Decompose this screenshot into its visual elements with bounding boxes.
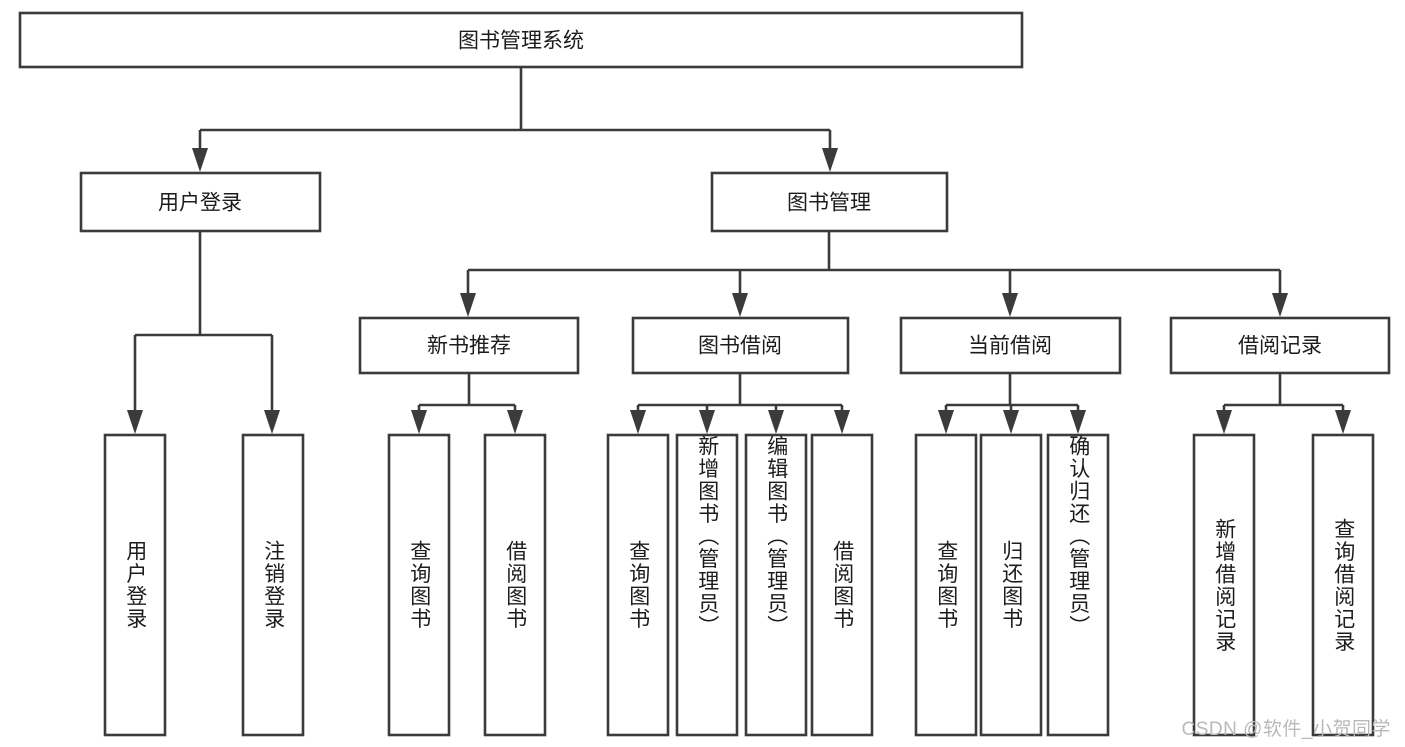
arrow-head-icon [1002,293,1018,317]
arrow-head-icon [732,293,748,317]
book-manage-label: 图书管理 [787,192,871,215]
csdn-watermark: CSDN @软件_小贺同学 [1181,719,1391,740]
connector-book-manage-to-level3 [460,231,1288,317]
arrow-head-icon [1216,410,1232,434]
user-login-box[interactable] [79,171,322,233]
arrow-head-icon [1070,410,1086,434]
leaf-box-logout[interactable] [241,433,305,737]
arrow-head-icon [507,410,523,434]
leaf-box-borrow-book[interactable] [810,433,874,737]
leaf-box-query-record[interactable] [1311,433,1375,737]
arrow-head-icon [834,410,850,434]
borrow-record-label: 借阅记录 [1238,335,1322,358]
new-book-rec-box[interactable] [358,316,580,375]
leaf-box-query-book-cur[interactable] [914,433,978,737]
arrow-head-icon [938,410,954,434]
node-root[interactable]: 图书管理系统 [18,11,1024,69]
node-book-borrow[interactable]: 图书借阅 [631,316,850,375]
leaf-box-return-book[interactable] [979,433,1043,737]
arrow-head-icon [1335,410,1351,434]
node-new-book-rec[interactable]: 新书推荐 [358,316,580,375]
node-user-login[interactable]: 用户登录 [79,171,322,233]
connector-root-to-level2 [192,67,838,172]
arrow-head-icon [630,410,646,434]
node-borrow-record[interactable]: 借阅记录 [1169,316,1391,375]
arrow-head-icon [264,410,280,434]
leaf-box-user-login[interactable] [103,433,167,737]
arrow-head-icon [1003,410,1019,434]
connector-user-login-to-leaves [127,231,280,434]
arrow-head-icon [1272,293,1288,317]
connector-new-book-rec-to-leaves [411,373,523,434]
leaf-box-borrow-book-rec[interactable] [483,433,547,737]
arrow-head-icon [768,410,784,434]
node-current-borrow[interactable]: 当前借阅 [899,316,1122,375]
book-borrow-label: 图书借阅 [698,335,782,358]
root-box[interactable] [18,11,1024,69]
connector-book-borrow-to-leaves [630,373,850,434]
user-login-label: 用户登录 [158,192,242,215]
arrow-head-icon [699,410,715,434]
arrow-head-icon [127,410,143,434]
current-borrow-box[interactable] [899,316,1122,375]
root-label: 图书管理系统 [458,30,584,53]
arrow-head-icon [460,293,476,317]
connector-current-borrow-to-leaves [938,373,1086,434]
arrow-head-icon [822,148,838,172]
node-book-manage[interactable]: 图书管理 [710,171,949,233]
new-book-rec-label: 新书推荐 [427,335,511,358]
arrow-head-icon [192,148,208,172]
arrow-head-icon [411,410,427,434]
leaf-box-edit-book[interactable] [744,433,808,737]
connector-borrow-record-to-leaves [1216,373,1351,434]
leaf-box-query-book[interactable] [606,433,670,737]
leaf-box-add-record[interactable] [1192,433,1256,737]
current-borrow-label: 当前借阅 [968,335,1052,358]
leaf-box-add-book[interactable] [675,433,739,737]
leaf-box-query-book-rec[interactable] [387,433,451,737]
leaf-box-confirm-return[interactable] [1046,433,1110,737]
